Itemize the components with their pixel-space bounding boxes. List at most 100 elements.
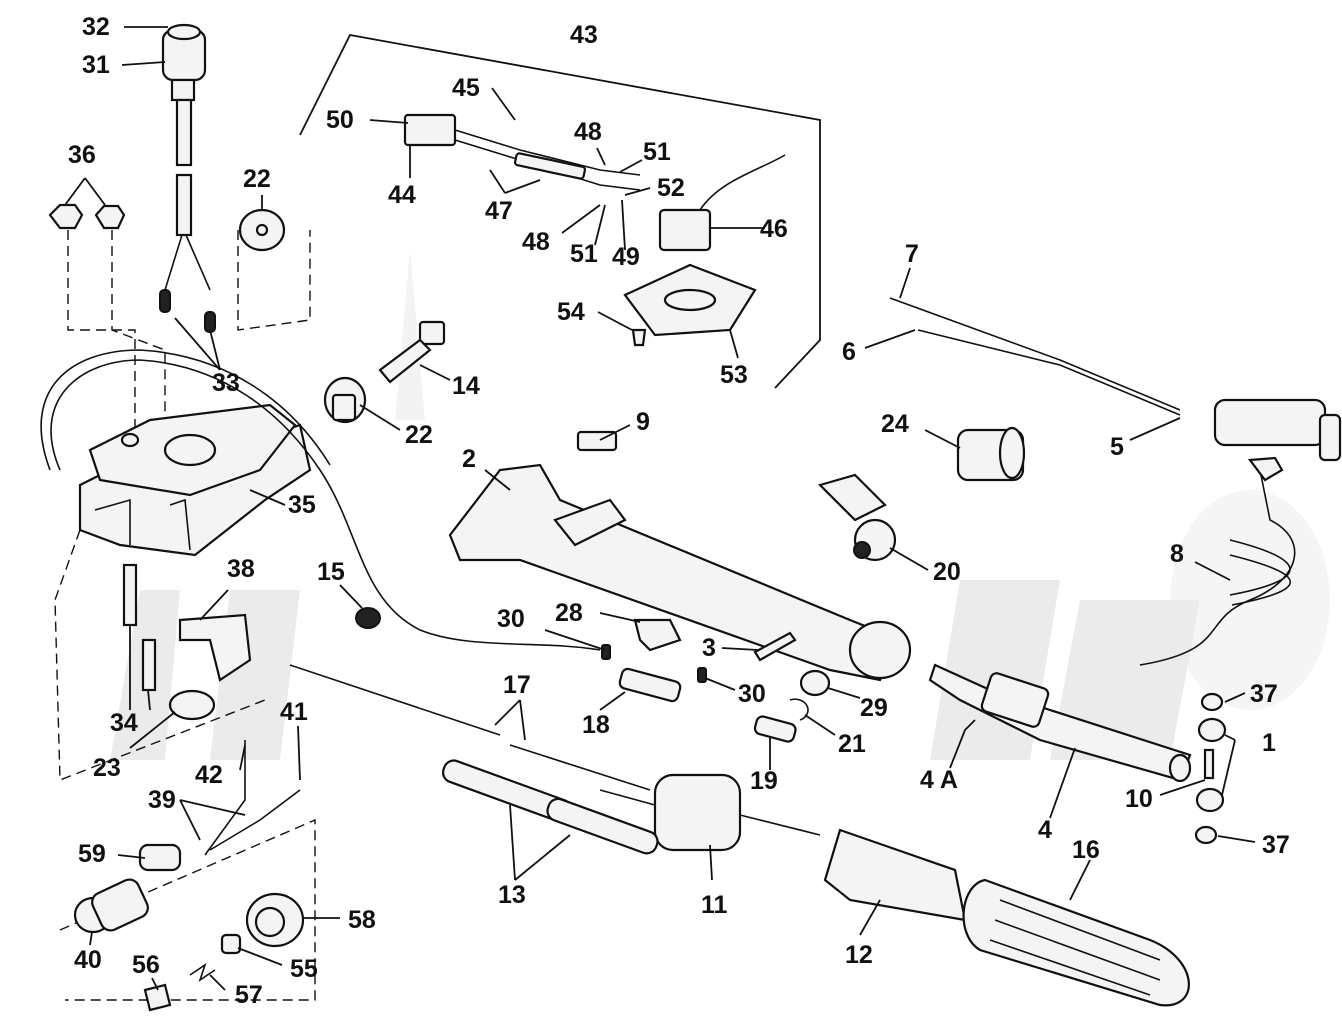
tube-13b	[546, 797, 659, 855]
cap-37a	[1200, 692, 1224, 712]
callout-7: 7	[905, 240, 919, 268]
callout-2: 2	[462, 445, 476, 473]
callout-36: 36	[68, 141, 96, 169]
callout-57: 57	[235, 981, 263, 1009]
bracket	[78, 403, 312, 557]
fitting-18	[618, 667, 682, 703]
pin-3	[753, 631, 797, 662]
callout-58: 58	[348, 906, 376, 934]
lanyard	[1139, 456, 1296, 666]
callout-51-top: 51	[643, 138, 671, 166]
sleeve-24	[956, 426, 1026, 482]
callout-5: 5	[1110, 433, 1124, 461]
relay	[658, 154, 786, 252]
clamp	[178, 613, 252, 682]
sleeve-19	[753, 715, 797, 743]
callout-24: 24	[881, 410, 909, 438]
callout-42: 42	[195, 761, 223, 789]
callout-17: 17	[503, 671, 531, 699]
part-56	[143, 983, 172, 1012]
kill-switch	[73, 740, 301, 934]
nut-15	[355, 607, 381, 629]
callout-40: 40	[74, 946, 102, 974]
callout-15: 15	[317, 558, 345, 586]
callout-44: 44	[388, 181, 416, 209]
switch-assembly	[159, 23, 216, 333]
block-1a	[1197, 717, 1227, 743]
callout-52: 52	[657, 174, 685, 202]
callout-19: 19	[750, 767, 778, 795]
spring-57	[189, 963, 216, 982]
callout-9: 9	[636, 408, 650, 436]
callout-1: 1	[1262, 729, 1276, 757]
callout-43: 43	[570, 21, 598, 49]
callout-48-top: 48	[574, 118, 602, 146]
screw-34b	[141, 638, 157, 692]
callout-37-top: 37	[1250, 680, 1278, 708]
connector	[403, 113, 641, 191]
throttle-shaft	[928, 663, 1192, 783]
cover	[623, 263, 757, 337]
callout-20: 20	[933, 558, 961, 586]
callout-56: 56	[132, 951, 160, 979]
callout-41: 41	[280, 698, 308, 726]
callout-39: 39	[148, 786, 176, 814]
callout-30-right: 30	[738, 680, 766, 708]
handle-grip-16	[962, 878, 1190, 1007]
callout-22-top: 22	[243, 165, 271, 193]
callout-55: 55	[290, 955, 318, 983]
part-55	[220, 933, 242, 955]
ring-29	[799, 669, 831, 697]
stop-switch-cable	[889, 297, 1342, 462]
callout-4: 4	[1038, 816, 1052, 844]
callout-14: 14	[452, 372, 480, 400]
callout-3: 3	[702, 634, 716, 662]
callout-28: 28	[555, 599, 583, 627]
nut-23	[168, 689, 216, 721]
grip-knob	[817, 473, 897, 562]
plate-28	[633, 618, 682, 652]
nuts	[48, 203, 126, 230]
leader-lines	[64, 26, 1256, 991]
callout-11: 11	[701, 891, 728, 919]
callout-53: 53	[720, 361, 748, 389]
grip-sleeve-12	[823, 828, 967, 922]
callout-32: 32	[82, 13, 110, 41]
callout-33: 33	[212, 369, 240, 397]
callout-labels: 32 31 43 45 50 48 51 52 36 22 44 47 46 4…	[68, 13, 1290, 1009]
tiller-arm	[448, 463, 912, 682]
callout-29: 29	[860, 694, 888, 722]
callout-45: 45	[452, 74, 480, 102]
callout-8: 8	[1170, 540, 1184, 568]
block-1b	[1195, 787, 1225, 813]
callout-16: 16	[1072, 836, 1100, 864]
callout-31: 31	[82, 51, 110, 79]
callout-59: 59	[78, 840, 106, 868]
callout-18: 18	[582, 711, 610, 739]
callout-34: 34	[110, 709, 138, 737]
callout-22-mid: 22	[405, 421, 433, 449]
callout-13: 13	[498, 881, 526, 909]
callout-51-bottom: 51	[570, 240, 598, 268]
pin-10	[1203, 748, 1215, 780]
callout-47: 47	[485, 197, 513, 225]
callout-35: 35	[288, 491, 316, 519]
screw-34a	[122, 563, 138, 627]
callout-10: 10	[1125, 785, 1153, 813]
callout-12: 12	[845, 941, 873, 969]
callout-49: 49	[612, 243, 640, 271]
callout-54: 54	[557, 298, 585, 326]
damper-11	[599, 773, 821, 852]
callout-48-bottom: 48	[522, 228, 550, 256]
clip-21	[789, 698, 809, 721]
callout-23: 23	[93, 754, 121, 782]
callout-6: 6	[842, 338, 856, 366]
bolt-14	[378, 320, 446, 384]
cap-37b	[1194, 825, 1218, 845]
callout-21: 21	[838, 730, 866, 758]
callout-46: 46	[760, 215, 788, 243]
callout-4A: 4 A	[920, 766, 958, 794]
callout-50: 50	[326, 106, 354, 134]
callout-37-bottom: 37	[1262, 831, 1290, 859]
